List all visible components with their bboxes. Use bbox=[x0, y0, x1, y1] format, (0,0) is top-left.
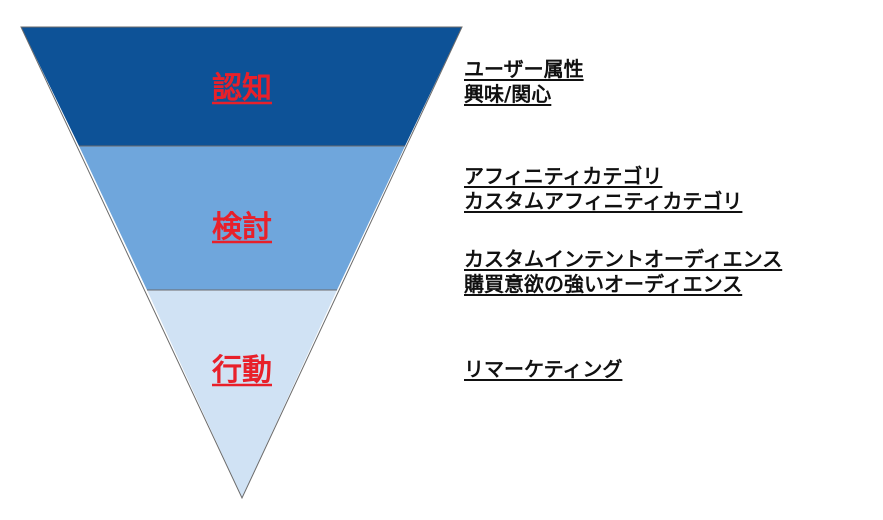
target-remarketing: リマーケティング bbox=[464, 357, 623, 381]
target-in-market-audience: 購買意欲の強いオーディエンス bbox=[464, 272, 743, 296]
funnel-band-awareness bbox=[21, 27, 462, 146]
funnel-band-consideration bbox=[79, 146, 405, 290]
targets-action: リマーケティング bbox=[464, 357, 622, 382]
target-custom-intent-audience: カスタムインテントオーディエンス bbox=[464, 247, 783, 271]
stage-label-awareness: 認知 bbox=[212, 71, 272, 106]
targets-consideration-affinity: アフィニティカテゴリ カスタムアフィニティカテゴリ bbox=[464, 164, 742, 214]
target-interests: 興味/関心 bbox=[464, 82, 552, 106]
target-user-attributes: ユーザー属性 bbox=[464, 57, 584, 81]
target-affinity-category: アフィニティカテゴリ bbox=[464, 164, 663, 188]
funnel-outline bbox=[20, 26, 463, 500]
stage-label-action: 行動 bbox=[211, 353, 272, 388]
target-custom-affinity-category: カスタムアフィニティカテゴリ bbox=[464, 189, 743, 213]
targets-awareness: ユーザー属性 興味/関心 bbox=[464, 57, 584, 107]
stage-label-consideration: 検討 bbox=[212, 210, 272, 245]
targets-consideration-intent: カスタムインテントオーディエンス 購買意欲の強いオーディエンス bbox=[464, 247, 782, 297]
funnel-band-action bbox=[147, 290, 337, 498]
